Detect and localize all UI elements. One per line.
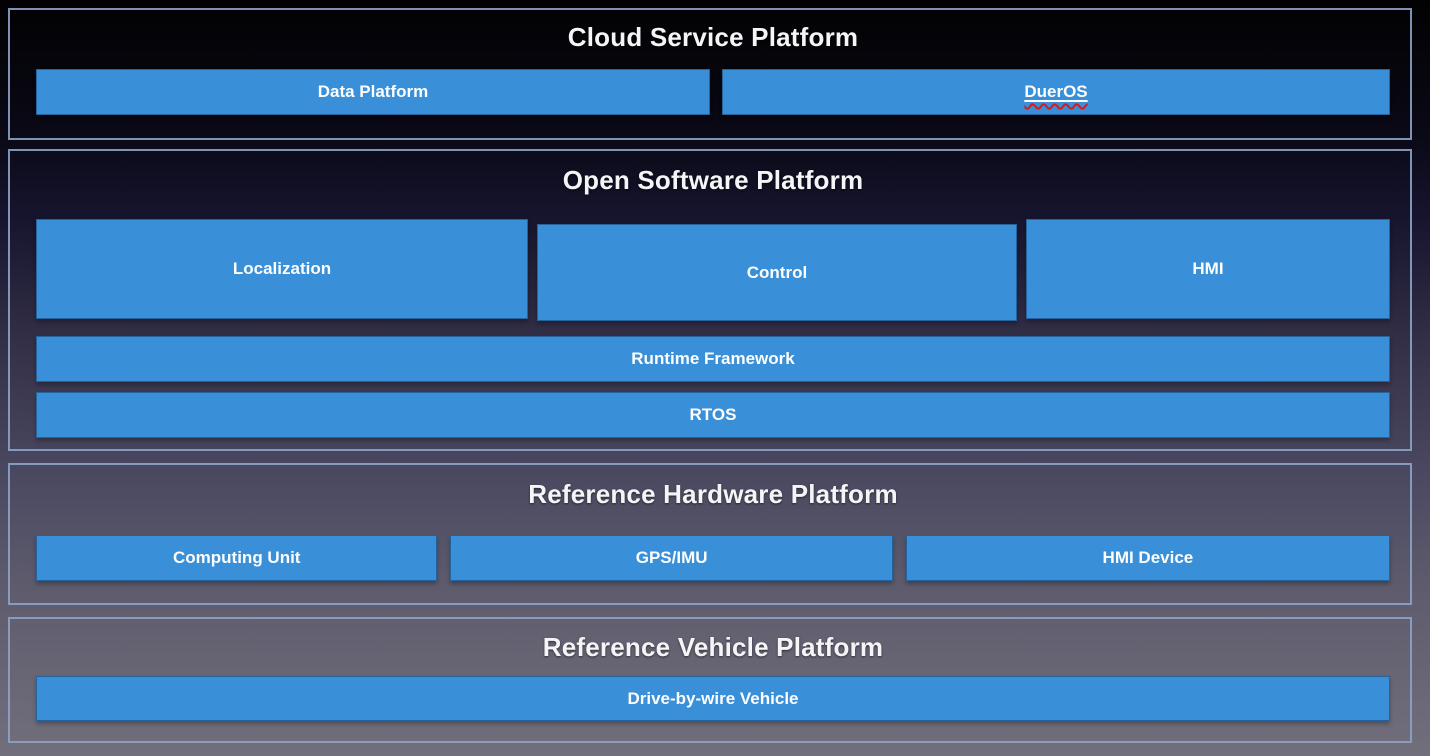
bar-rtos: RTOS [36,392,1390,438]
bar-drive-by-wire-vehicle: Drive-by-wire Vehicle [36,676,1390,721]
box-hmi: HMI [1026,219,1390,319]
software-modules-row: Localization Control HMI [36,219,1390,321]
box-label: HMI Device [1102,548,1194,567]
box-label: Data Platform [317,82,429,101]
section-title: Reference Vehicle Platform [542,632,884,662]
box-label: DuerOS [1024,82,1088,101]
box-data-platform: Data Platform [36,69,710,115]
vehicle-boxes-row: Drive-by-wire Vehicle [36,676,1390,721]
bar-label: RTOS [689,405,737,424]
box-label: Localization [232,259,332,278]
hardware-boxes-row: Computing Unit GPS/IMU HMI Device [36,535,1390,581]
section-reference-hardware-platform: Reference Hardware Platform Computing Un… [8,463,1412,605]
box-dueros: DuerOS [721,69,1390,115]
box-label: Control [746,262,808,282]
section-title: Open Software Platform [562,165,864,195]
box-computing-unit: Computing Unit [36,535,438,581]
bar-runtime-framework: Runtime Framework [36,336,1390,382]
bar-label: Runtime Framework [631,349,795,368]
section-title: Cloud Service Platform [567,22,859,52]
box-label: GPS/IMU [635,548,708,567]
box-hmi-device: HMI Device [905,535,1390,581]
section-reference-vehicle-platform: Reference Vehicle Platform Drive-by-wire… [8,617,1412,743]
box-localization: Localization [36,219,528,319]
box-gps-imu: GPS/IMU [450,535,893,581]
spellcheck-squiggle: DuerOS [1024,82,1087,102]
box-label: Computing Unit [173,548,301,567]
box-control: Control [536,224,1017,321]
box-label: HMI [1192,259,1224,278]
bar-label: Drive-by-wire Vehicle [627,688,799,708]
section-open-software-platform: Open Software Platform Localization Cont… [8,149,1412,451]
section-cloud-service-platform: Cloud Service Platform Data Platform Due… [8,8,1412,140]
section-title: Reference Hardware Platform [528,479,898,509]
cloud-boxes-row: Data Platform DuerOS [36,69,1390,115]
